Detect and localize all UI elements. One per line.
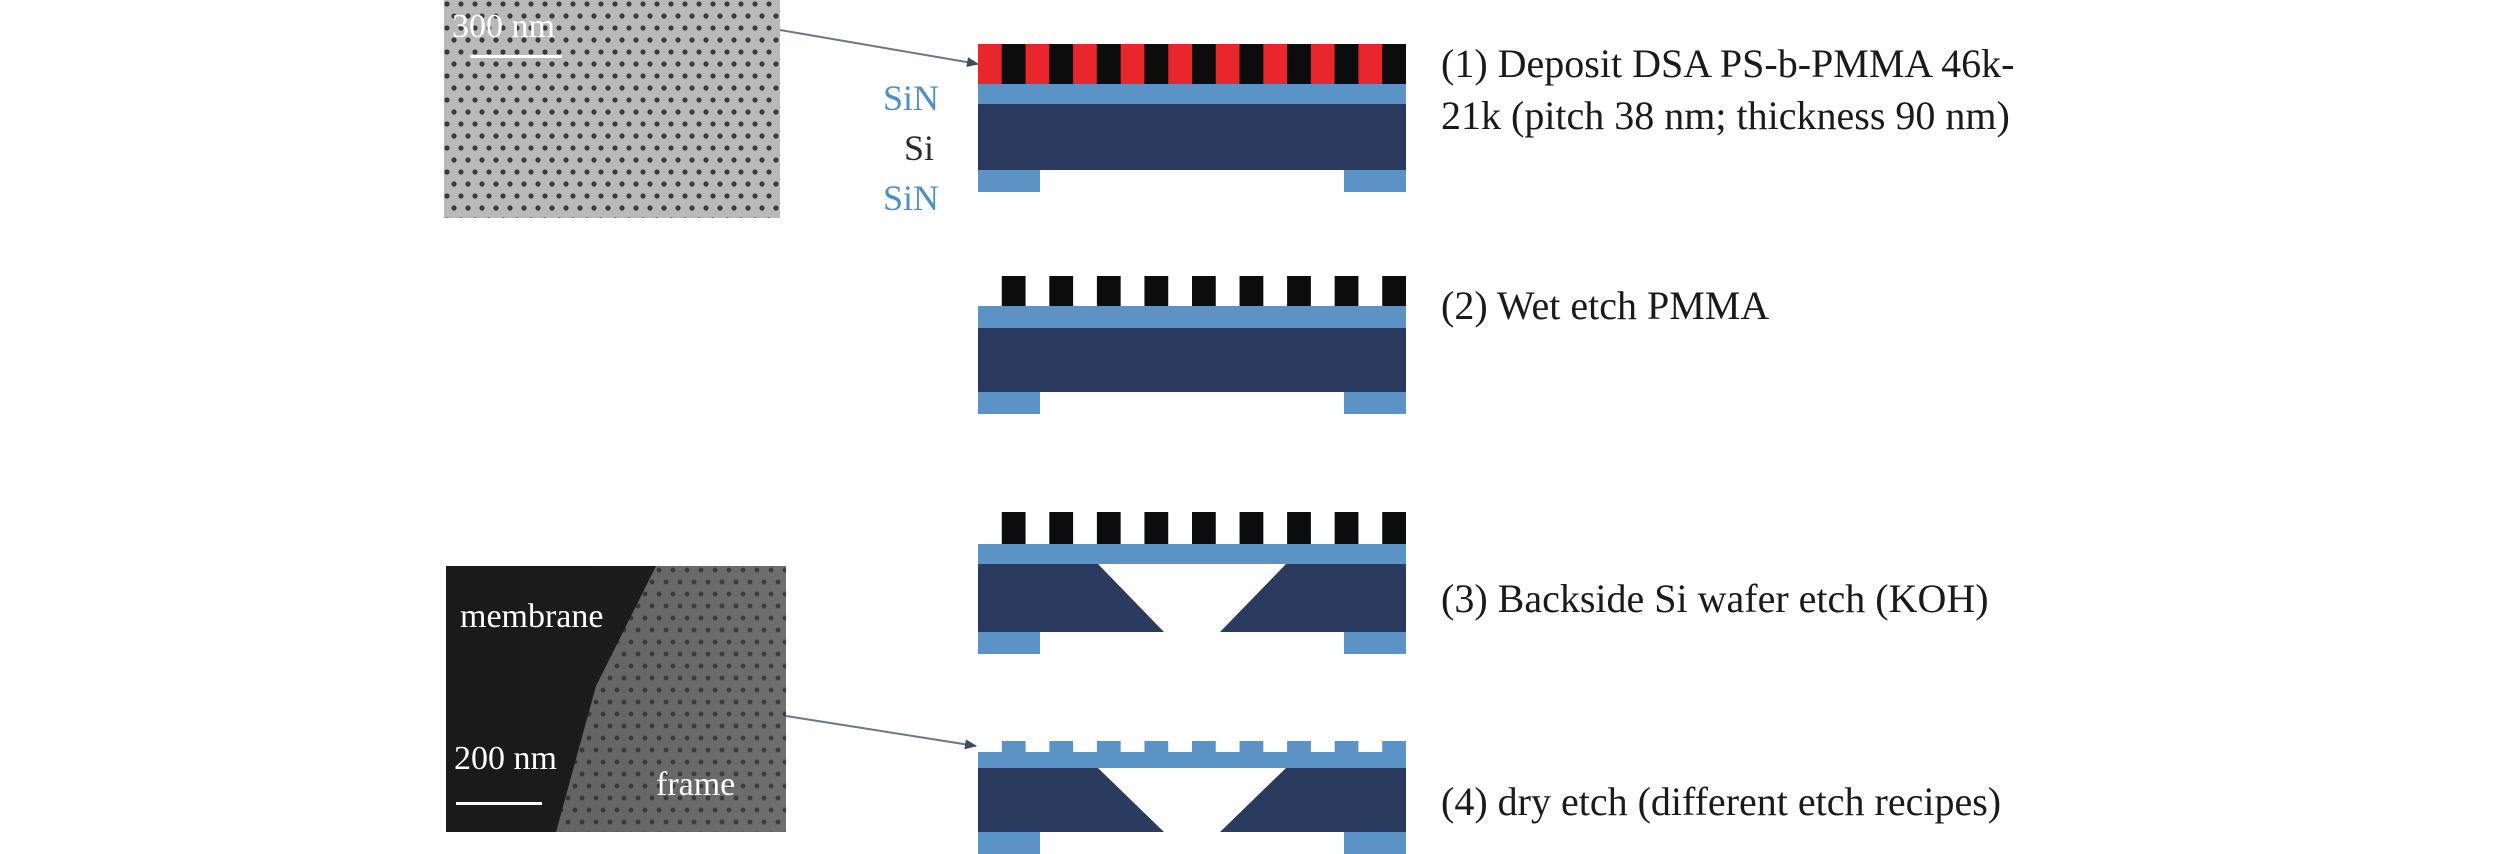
s2-ps-5: [1239, 276, 1264, 308]
s1-ps-6: [1287, 44, 1311, 84]
s4-sin-bump-0: [1001, 741, 1026, 753]
s1-ps-7: [1334, 44, 1359, 84]
s3-si-left: [978, 564, 1164, 632]
s3-ps-2: [1096, 512, 1121, 546]
s2-si: [978, 328, 1406, 392]
s4-sin-bump-8: [1382, 741, 1406, 753]
s4-sin-bump-6: [1287, 741, 1311, 753]
step-4-text: (4) dry etch (different etch recipes): [1441, 779, 2002, 824]
s2-ps-2: [1096, 276, 1121, 308]
s4-sin-bump-3: [1144, 741, 1169, 753]
sem-image-top: 300 nm: [444, 0, 780, 218]
s4-sin-membrane: [978, 752, 1406, 768]
sem-bottom-region2-label: frame: [656, 766, 736, 803]
s1-ps-2: [1096, 44, 1121, 84]
s3-ps-3: [1144, 512, 1169, 546]
s3-ps-5: [1239, 512, 1264, 546]
sem-bottom-texture: [446, 566, 786, 832]
s2-ps-4: [1192, 276, 1216, 308]
s2-ps-0: [1001, 276, 1026, 308]
s1-pmma-3: [1120, 44, 1145, 84]
connector-arrow-bottom: [785, 715, 977, 750]
s2-ps-8: [1382, 276, 1406, 308]
s1-pmma-7: [1310, 44, 1335, 84]
sem-top-texture: [444, 0, 780, 218]
s1-pmma-2: [1073, 44, 1097, 84]
s3-sin-pad-left: [978, 632, 1040, 654]
s4-sin-bump-2: [1096, 741, 1121, 753]
s4-sin-bump-5: [1239, 741, 1264, 753]
s4-sin-pad-right: [1344, 832, 1406, 854]
s2-ps-3: [1144, 276, 1169, 308]
s1-pmma-8: [1358, 44, 1383, 84]
sem-top-scalebar: [470, 55, 562, 58]
s1-pmma-6: [1263, 44, 1288, 84]
s1-pmma-0: [978, 44, 1002, 84]
s1-ps-4: [1192, 44, 1216, 84]
sem-image-bottom: membrane 200 nm frame: [446, 566, 786, 832]
step-1-line-2: 21k (pitch 38 nm; thickness 90 nm): [1441, 93, 2010, 138]
s1-sin-top: [978, 84, 1406, 104]
sem-bottom-scale-label: 200 nm: [454, 740, 557, 777]
s3-ps-7: [1334, 512, 1359, 546]
s2-sin-pad-left: [978, 392, 1040, 414]
s1-pmma-5: [1215, 44, 1240, 84]
s1-ps-0: [1001, 44, 1026, 84]
s4-si-right: [1220, 768, 1406, 832]
s3-sin-pad-right: [1344, 632, 1406, 654]
s1-ps-1: [1049, 44, 1074, 84]
s3-si-right: [1220, 564, 1406, 632]
s4-sin-bump-7: [1334, 741, 1359, 753]
s1-pmma-4: [1168, 44, 1192, 84]
s1-ps-5: [1239, 44, 1264, 84]
s3-ps-6: [1287, 512, 1311, 546]
layer-label-si: Si: [904, 128, 935, 168]
s2-ps-1: [1049, 276, 1074, 308]
s4-si-left: [978, 768, 1164, 832]
s3-ps-4: [1192, 512, 1216, 546]
s2-ps-6: [1287, 276, 1311, 308]
s1-pmma-1: [1025, 44, 1050, 84]
step-1-line-1: (1) Deposit DSA PS-b-PMMA 46k-: [1441, 41, 2015, 86]
s4-sin-bump-1: [1049, 741, 1074, 753]
s3-ps-0: [1001, 512, 1026, 546]
s1-ps-8: [1382, 44, 1406, 84]
sem-top-scale-label: 300 nm: [452, 8, 555, 45]
layer-label-sin-top: SiN: [883, 78, 940, 118]
connector-arrow-top: [779, 29, 979, 68]
s3-sin-top: [978, 544, 1406, 564]
s4-sin-bump-4: [1192, 741, 1216, 753]
s2-sin-pad-right: [1344, 392, 1406, 414]
step-3-text: (3) Backside Si wafer etch (KOH): [1441, 576, 1989, 621]
s3-ps-8: [1382, 512, 1406, 546]
step-1-text: (1) Deposit DSA PS-b-PMMA 46k- 21k (pitc…: [1441, 38, 2014, 142]
s4-sin-pad-left: [978, 832, 1040, 854]
step-2-text: (2) Wet etch PMMA: [1441, 283, 1770, 328]
s1-si: [978, 104, 1406, 170]
s1-sin-pad-right: [1344, 170, 1406, 192]
s3-ps-1: [1049, 512, 1074, 546]
layer-label-sin-bottom: SiN: [883, 178, 940, 218]
s1-sin-pad-left: [978, 170, 1040, 192]
sem-bottom-region1-label: membrane: [460, 598, 604, 635]
sem-bottom-scalebar: [456, 802, 542, 805]
s2-ps-7: [1334, 276, 1359, 308]
s1-ps-3: [1144, 44, 1169, 84]
s2-sin-top: [978, 306, 1406, 328]
